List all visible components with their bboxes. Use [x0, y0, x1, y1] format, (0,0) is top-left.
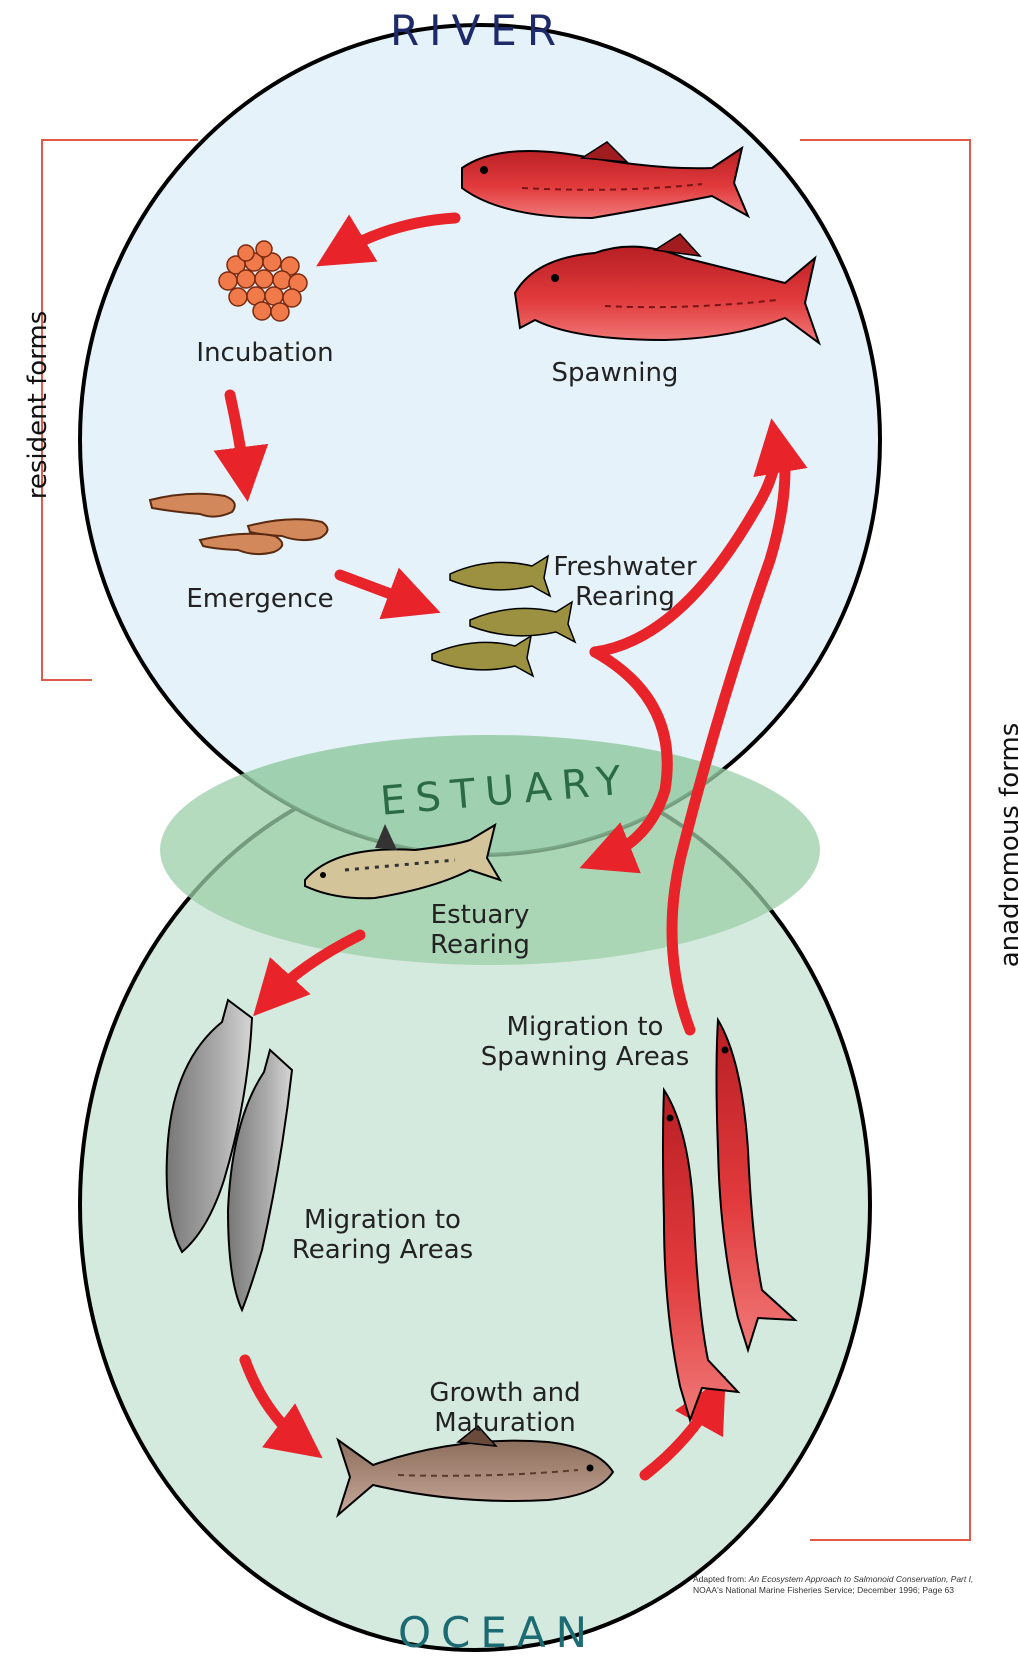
stage-label-migration-rearing: Migration to Rearing Areas: [285, 1205, 480, 1265]
stage-label-emergence: Emergence: [180, 584, 340, 614]
credit-line2: NOAA's National Marine Fisheries Service…: [693, 1585, 954, 1595]
stage-label-incubation: Incubation: [175, 338, 355, 368]
river-circle: [80, 25, 880, 855]
credit-prefix: Adapted from:: [693, 1574, 749, 1584]
credit-source-title: An Ecosystem Approach to Salmonoid Conse…: [749, 1574, 974, 1584]
region-title-ocean: OCEAN: [398, 1608, 597, 1657]
stage-label-growth: Growth and Maturation: [420, 1378, 590, 1438]
anadromous-forms-label: anadromous forms: [995, 720, 1018, 970]
stage-label-spawning: Spawning: [540, 358, 690, 388]
stage-label-estuary-rearing: Estuary Rearing: [415, 900, 545, 960]
region-title-river: RIVER: [390, 6, 566, 55]
source-credit: Adapted from: An Ecosystem Approach to S…: [693, 1574, 993, 1596]
resident-forms-label: resident forms: [23, 305, 53, 505]
stage-label-freshwater-rearing: Freshwater Rearing: [550, 552, 700, 612]
stage-label-migration-spawning: Migration to Spawning Areas: [480, 1012, 690, 1072]
